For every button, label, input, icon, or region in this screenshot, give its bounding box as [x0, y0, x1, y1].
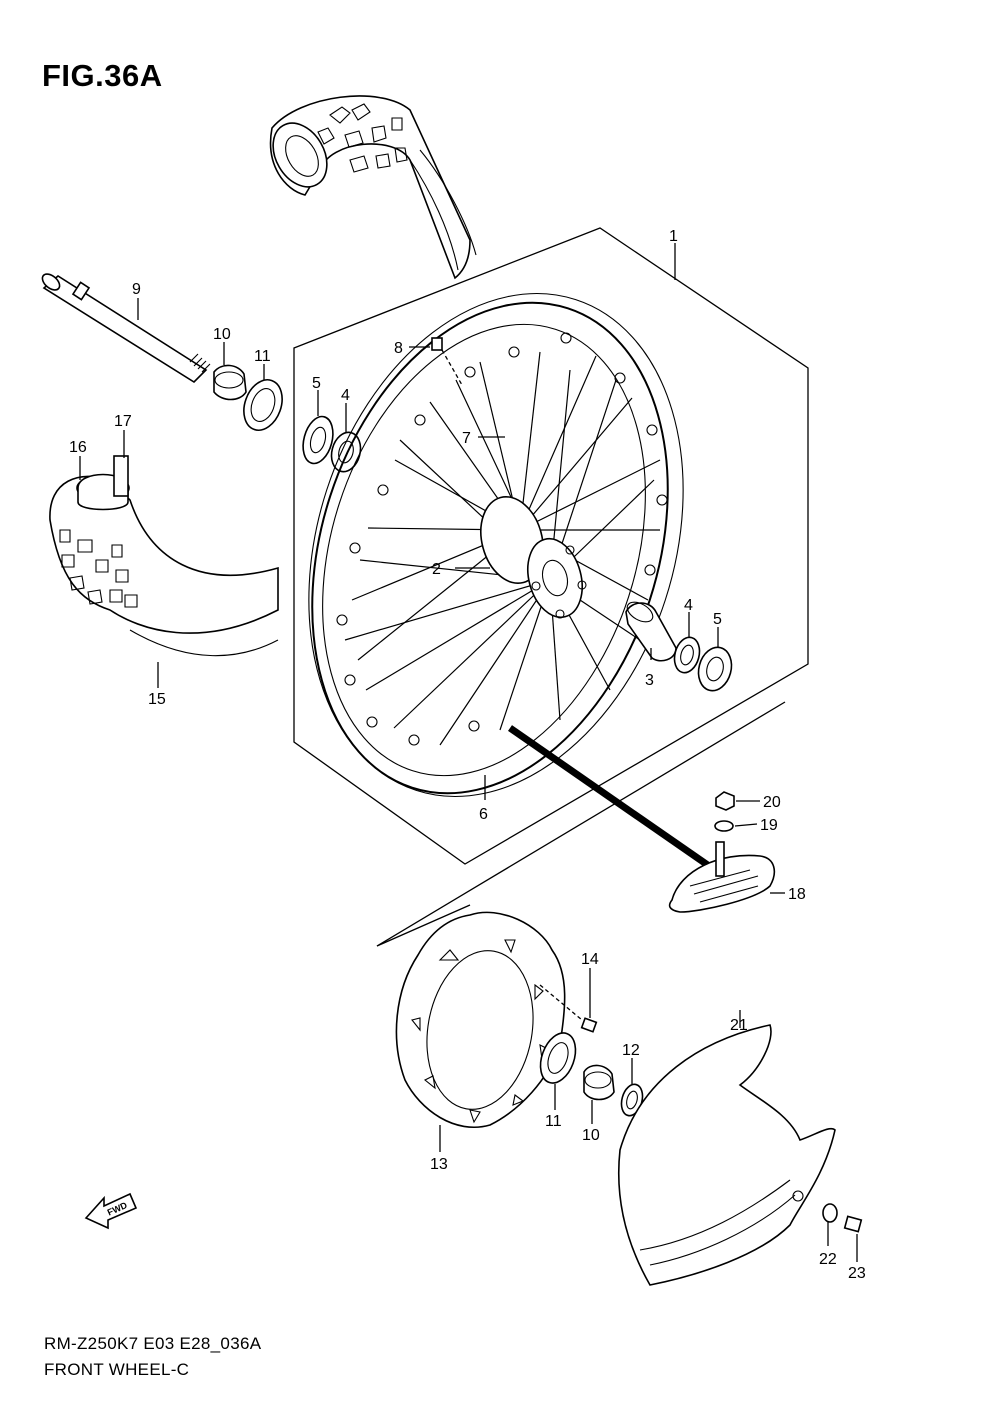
cover-bolt [843, 1215, 863, 1233]
disc-group-bracket-end [376, 904, 471, 947]
callout-10-lower: 10 [582, 1127, 600, 1144]
callout-4-right: 4 [684, 597, 693, 614]
tire-lower-segment [49, 455, 279, 657]
section-name: FRONT WHEEL-C [44, 1360, 190, 1379]
callout-2: 2 [432, 561, 441, 578]
callout-22: 22 [819, 1251, 837, 1268]
callout-9: 9 [132, 281, 141, 298]
callout-19: 19 [760, 817, 778, 834]
leader-lines [79, 243, 858, 1262]
callout-7: 7 [462, 430, 471, 447]
callout-16: 16 [69, 439, 87, 456]
rim-lock-screw [431, 337, 463, 386]
callout-18: 18 [788, 886, 806, 903]
assembly-outline-box [293, 227, 809, 865]
collar-spacer-upper [213, 364, 247, 401]
model-code: RM-Z250K7 E03 E28_036A [44, 1334, 262, 1353]
callout-12: 12 [622, 1042, 640, 1059]
callout-14: 14 [581, 951, 599, 968]
callout-13: 13 [430, 1156, 448, 1173]
wheel-hub [480, 495, 587, 619]
forward-direction-arrow: FWD [84, 1192, 138, 1230]
callout-11-upper: 11 [254, 348, 271, 365]
oil-seal-left [302, 415, 334, 465]
dust-seal-upper [243, 379, 283, 431]
callout-23: 23 [848, 1265, 866, 1282]
callout-8: 8 [394, 340, 403, 357]
callout-4-left: 4 [341, 387, 350, 404]
inner-tube-section [668, 841, 776, 913]
hub-spacer [625, 601, 677, 662]
figure-title: FIG.36A [42, 58, 163, 93]
oil-seal-right [697, 646, 733, 692]
tire-upper-segment [269, 95, 477, 280]
callout-17: 17 [114, 413, 132, 430]
cover-washer [822, 1203, 838, 1223]
front-axle [41, 273, 211, 384]
collar-12 [620, 1083, 644, 1117]
callout-5-left: 5 [312, 375, 321, 392]
callout-21: 21 [730, 1017, 748, 1034]
callout-6: 6 [479, 806, 488, 823]
callout-11-lower: 11 [545, 1113, 562, 1130]
callout-10-upper: 10 [213, 326, 231, 343]
collar-spacer-lower [583, 1064, 615, 1101]
wheel-rim [308, 292, 684, 798]
tube-pointer-line [508, 725, 714, 871]
callout-5-right: 5 [713, 611, 722, 628]
disc-group-bracket [376, 701, 786, 947]
disc-bolt [539, 984, 598, 1033]
disc-cover [617, 1024, 836, 1286]
bearing-right [673, 636, 701, 674]
valve-nut [715, 791, 735, 811]
callout-3: 3 [645, 672, 654, 689]
callout-20: 20 [763, 794, 781, 811]
brake-disc [395, 911, 566, 1128]
valve-washer [714, 820, 734, 832]
callout-15: 15 [148, 691, 166, 708]
callout-1: 1 [669, 228, 678, 245]
dust-seal-lower [539, 1032, 577, 1084]
